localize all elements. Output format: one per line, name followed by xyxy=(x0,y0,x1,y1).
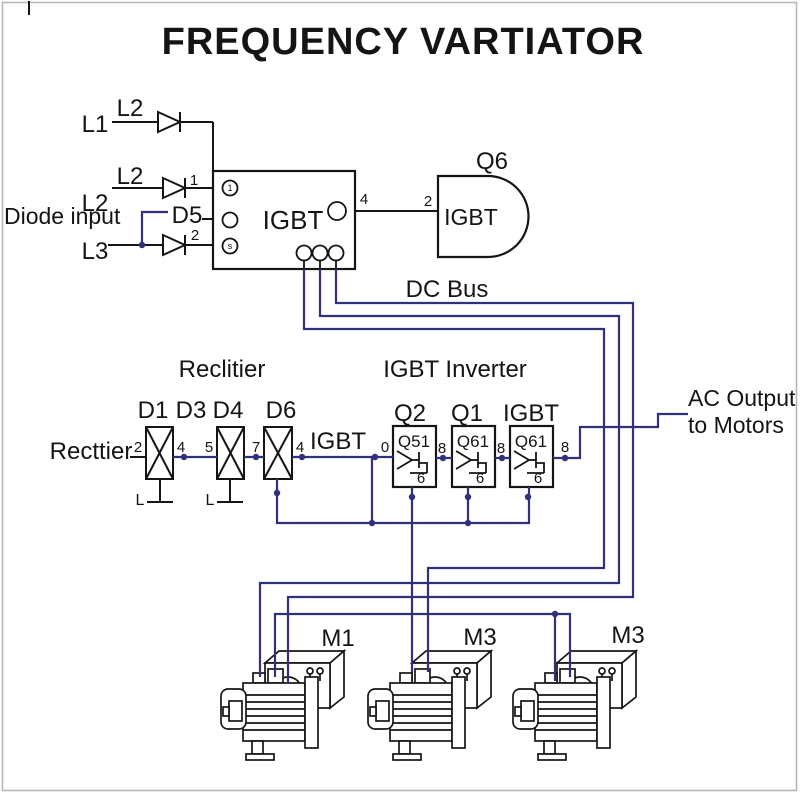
motor-m3-middle-label: M3 xyxy=(463,624,496,651)
terminal-circle-bottom-2 xyxy=(311,244,329,262)
q2-label: Q2 xyxy=(394,400,426,427)
q6-label: Q6 xyxy=(476,148,508,175)
ac-output-label-line1: AC Output xyxy=(688,385,796,411)
pin-d1-out: 4 xyxy=(177,439,185,456)
rectifier-title: Reclitier xyxy=(179,356,266,383)
phase-l1-label: L1 xyxy=(82,111,109,138)
terminal-circle-out xyxy=(327,201,347,221)
inverter-box-q2 xyxy=(391,424,438,489)
pin-q2-in: 0 xyxy=(381,439,389,456)
dc-bus-wire-3 xyxy=(286,269,635,684)
inverter-box-igbt xyxy=(508,424,555,489)
q1-label: Q1 xyxy=(451,400,483,427)
terminal-glyph-bottom: s xyxy=(228,241,233,251)
diode-icon-l1 xyxy=(157,110,183,134)
terminal-circle-bottom-1 xyxy=(295,244,313,262)
q6-inner-label: IGBT xyxy=(444,204,498,230)
terminal-circle-2 xyxy=(221,211,239,229)
rectifier-blocks xyxy=(145,426,293,480)
rectifier-box-d6 xyxy=(263,426,293,480)
motor-m3-right-label: M3 xyxy=(611,622,644,649)
inverter-blocks: Q51 Q61 Q61 6 6 6 xyxy=(391,424,555,489)
junction-dots xyxy=(138,241,569,618)
igbt-module-label: IGBT xyxy=(263,205,324,235)
d3-label: D3 xyxy=(176,397,207,424)
q1-bottom-pin: 6 xyxy=(476,470,484,487)
igbt-bottom-pin: 6 xyxy=(534,470,542,487)
ground-label-2: L xyxy=(206,492,215,509)
igbt-symbol-icons xyxy=(396,450,545,474)
terminal-glyph-top: 1 xyxy=(227,183,232,193)
diode-input-stub-wire xyxy=(140,210,168,245)
igbt-block-label: IGBT xyxy=(503,400,559,427)
igbt-wire-label: IGBT xyxy=(310,428,366,455)
ac-output-wire xyxy=(553,412,688,460)
pin-l3: 2 xyxy=(191,227,199,244)
terminal-circle-bottom-3 xyxy=(327,244,345,262)
diode-icons xyxy=(157,110,188,257)
pin-d6-out: 4 xyxy=(296,439,304,456)
ground-label-1: L xyxy=(136,492,145,509)
ground-symbols xyxy=(147,479,243,503)
q6-block: IGBT xyxy=(436,174,530,259)
d4-label: D4 xyxy=(213,397,244,424)
pin-d4-out: 7 xyxy=(252,439,260,456)
motor-m3-right xyxy=(512,650,637,761)
ground-icon-1 xyxy=(147,479,173,503)
pin-rect-in: 2 xyxy=(134,439,142,456)
igbt-module-block: IGBT 1 s xyxy=(211,169,357,271)
q2-inner-label: Q51 xyxy=(398,432,430,451)
q1-inner-label: Q61 xyxy=(457,432,489,451)
pin-module-out: 4 xyxy=(360,191,368,208)
motor-m3-middle xyxy=(367,650,492,761)
phase-l3-label: L3 xyxy=(82,238,109,265)
rectifier-box-d1 xyxy=(145,426,174,480)
motor-m1 xyxy=(220,650,345,761)
pin-q6-in: 2 xyxy=(424,193,432,210)
d6-bottom-rail xyxy=(275,479,531,525)
diode-icon-l3 xyxy=(162,233,188,257)
motor-link-wire xyxy=(273,612,572,677)
rectifier-input-label: Recttier xyxy=(50,438,133,465)
igbt-inner-label: Q61 xyxy=(515,432,547,451)
phase-l1-top-label: L2 xyxy=(117,95,144,122)
q2-bottom-pin: 6 xyxy=(417,470,425,487)
pin-q1-out: 8 xyxy=(497,440,505,457)
dc-bus-wire-2 xyxy=(258,269,621,677)
motor-m1-label: M1 xyxy=(321,625,354,652)
ac-output-label-line2: to Motors xyxy=(688,412,784,438)
diode-icon-l2 xyxy=(162,176,188,200)
pin-q2-out: 8 xyxy=(438,440,446,457)
terminal-circle-3 xyxy=(221,237,239,255)
dc-bus-label: DC Bus xyxy=(406,276,489,303)
d1-label: D1 xyxy=(138,397,169,424)
bus-wires xyxy=(140,210,688,684)
inverter-box-q1 xyxy=(450,424,497,489)
rectifier-box-d4 xyxy=(216,426,245,480)
d6-label: D6 xyxy=(266,397,297,424)
diode-input-label: Diode input xyxy=(4,203,121,229)
ground-icon-2 xyxy=(217,479,243,503)
d5-label: D5 xyxy=(172,202,203,229)
dc-bus-wire-1 xyxy=(302,269,606,672)
pin-igbt-out: 8 xyxy=(561,439,569,456)
phase-l2-top-label: L2 xyxy=(117,163,144,190)
pin-l2: 1 xyxy=(190,172,198,189)
pin-d4-in: 5 xyxy=(205,439,213,456)
inverter-title: IGBT Inverter xyxy=(383,356,527,383)
page-title: FREQUENCY VARTIATOR xyxy=(162,21,645,63)
phase-l2-label: L2 xyxy=(82,190,109,217)
terminal-circle-1 xyxy=(221,179,239,197)
